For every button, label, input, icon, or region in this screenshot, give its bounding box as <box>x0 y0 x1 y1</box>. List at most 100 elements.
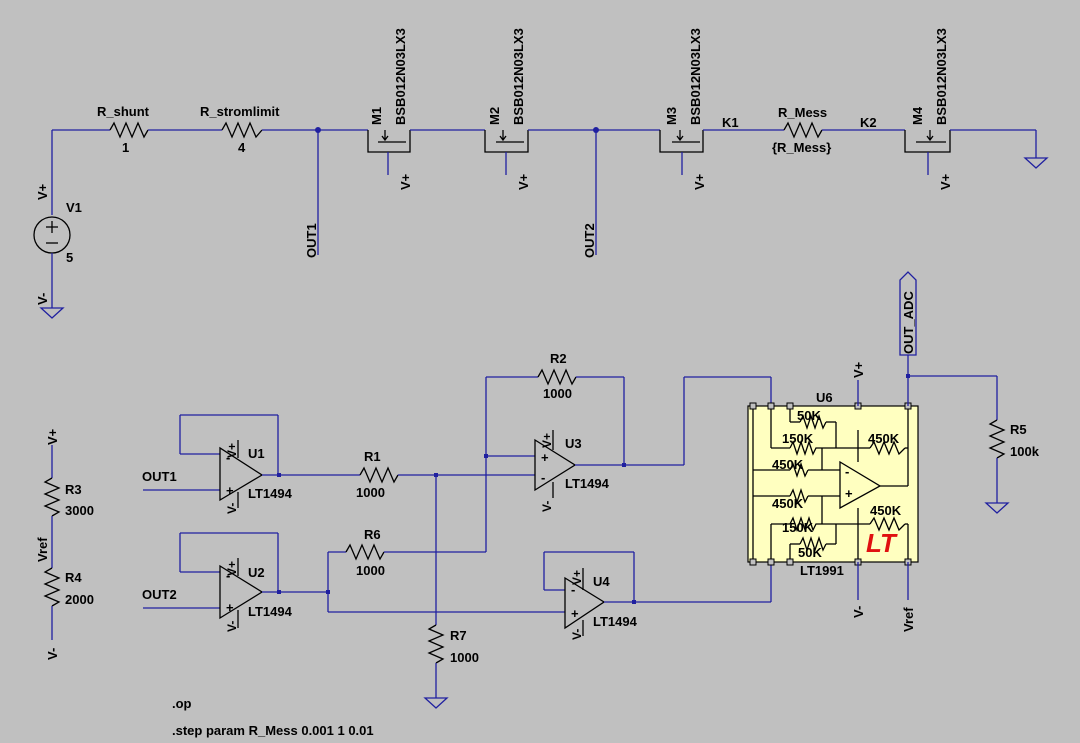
u3-plus-pin: + <box>541 450 549 465</box>
u4-minus-pin: - <box>571 582 575 597</box>
divider-vplus-label: V+ <box>45 428 60 445</box>
v1-minus-label: V- <box>35 293 50 305</box>
out2-net-label[interactable]: OUT2 <box>582 223 597 258</box>
u6-r150k-bot: 150K <box>782 520 814 535</box>
v1-name: V1 <box>66 200 82 215</box>
m2-part: BSB012N03LX3 <box>511 28 526 125</box>
vref-divider: V+ R3 3000 Vref R4 2000 V- <box>35 428 94 660</box>
m3-name: M3 <box>664 107 679 125</box>
u2-name: U2 <box>248 565 265 580</box>
top-power-path: V1 5 V+ V- R_shunt 1 R_stromlimit 4 OUT1 <box>33 28 1049 319</box>
m4-name: M4 <box>910 106 925 125</box>
u1-vp-pin: V+ <box>225 443 239 458</box>
out-adc-port[interactable]: OUT_ADC <box>899 271 917 356</box>
u6-r150k-top: 150K <box>782 431 814 446</box>
m2-supply: V+ <box>516 173 531 190</box>
u1-plus-pin: + <box>226 483 234 498</box>
v1-plus-label: V+ <box>35 183 50 200</box>
u6-r450k-b: 450K <box>772 457 804 472</box>
u3-vp-pin: V+ <box>540 433 554 448</box>
u6-r450k-d: 450K <box>870 503 902 518</box>
ground-icon <box>423 697 449 709</box>
u3-name: U3 <box>565 436 582 451</box>
mosfet-m2[interactable]: M2 BSB012N03LX3 V+ <box>484 28 531 190</box>
u4-name: U4 <box>593 574 610 589</box>
u4-vm-pin: V- <box>570 629 584 640</box>
ground-icon <box>1023 157 1049 169</box>
opamp-u2[interactable]: OUT2 - + V+ V- U2 LT1494 <box>142 532 328 632</box>
r2-value: 1000 <box>543 386 572 401</box>
resistor-r7[interactable]: R7 1000 <box>427 624 479 665</box>
mosfet-m4[interactable]: M4 BSB012N03LX3 V+ <box>904 28 953 190</box>
k1-net-label: K1 <box>722 115 739 130</box>
r1-value: 1000 <box>356 485 385 500</box>
u3-part: LT1494 <box>565 476 610 491</box>
resistor-r-stromlimit[interactable]: R_stromlimit 4 <box>200 104 280 155</box>
m3-part: BSB012N03LX3 <box>688 28 703 125</box>
u6-vref-label[interactable]: Vref <box>901 607 916 632</box>
r-shunt-name: R_shunt <box>97 104 150 119</box>
r-stromlimit-value: 4 <box>238 140 246 155</box>
u3-vm-pin: V- <box>540 501 554 512</box>
u6-plus-pin: + <box>845 486 853 501</box>
opamp-u1[interactable]: OUT1 - + V+ V- U1 LT1494 <box>142 414 360 514</box>
mosfet-m3[interactable]: M3 BSB012N03LX3 V+ <box>659 28 707 190</box>
out1-input-label[interactable]: OUT1 <box>142 469 177 484</box>
k2-net-label: K2 <box>860 115 877 130</box>
r2-name: R2 <box>550 351 567 366</box>
u6-r450k-a: 450K <box>868 431 900 446</box>
u6-r450k-c: 450K <box>772 496 804 511</box>
u2-vm-pin: V- <box>225 621 239 632</box>
u6-r50k-top: 50K <box>797 408 821 423</box>
opamp-u4[interactable]: - + V+ V- U4 LT1494 <box>543 551 772 640</box>
ground-icon <box>984 502 1010 514</box>
resistor-r1[interactable]: R1 1000 <box>356 449 399 500</box>
lt-logo: LT <box>866 528 898 558</box>
m4-part: BSB012N03LX3 <box>934 28 949 125</box>
u1-part: LT1494 <box>248 486 293 501</box>
divider-vref-label[interactable]: Vref <box>35 537 50 562</box>
out2-input-label[interactable]: OUT2 <box>142 587 177 602</box>
u6-minus-pin: - <box>845 464 849 479</box>
lt-logo-text: LT <box>866 528 898 558</box>
r5-name: R5 <box>1010 422 1027 437</box>
r4-value: 2000 <box>65 592 94 607</box>
voltage-source-v1[interactable]: V1 5 V+ V- <box>33 130 82 319</box>
u4-vp-pin: V+ <box>570 570 584 585</box>
r-shunt-value: 1 <box>122 140 129 155</box>
directive-op[interactable]: .op <box>172 696 192 711</box>
r7-value: 1000 <box>450 650 479 665</box>
m1-part: BSB012N03LX3 <box>393 28 408 125</box>
r3-value: 3000 <box>65 503 94 518</box>
m1-supply: V+ <box>398 173 413 190</box>
u6-vplus-label: V+ <box>851 361 866 378</box>
mosfet-m1[interactable]: M1 BSB012N03LX3 V+ <box>367 28 413 190</box>
directive-step[interactable]: .step param R_Mess 0.001 1 0.01 <box>172 723 374 738</box>
chip-u6-lt1991[interactable]: U6 LT1991 <box>747 390 919 578</box>
r-mess-value: {R_Mess} <box>772 140 831 155</box>
out-adc-label: OUT_ADC <box>901 291 916 354</box>
ground-icon <box>39 307 65 319</box>
divider-vminus-label: V- <box>45 648 60 660</box>
resistor-r6[interactable]: R6 1000 <box>345 527 385 578</box>
opamp-u3[interactable]: + - V+ V- U3 LT1494 <box>486 376 772 512</box>
m2-name: M2 <box>487 107 502 125</box>
u3-minus-pin: - <box>541 470 545 485</box>
resistor-r3[interactable]: R3 3000 <box>43 477 94 518</box>
u6-vminus-label: V- <box>851 606 866 618</box>
r6-value: 1000 <box>356 563 385 578</box>
resistor-r-mess[interactable]: R_Mess {R_Mess} <box>772 105 831 155</box>
resistor-r2[interactable]: R2 1000 <box>537 351 577 401</box>
u2-part: LT1494 <box>248 604 293 619</box>
u4-plus-pin: + <box>571 606 579 621</box>
resistor-r5[interactable]: R5 100k <box>988 419 1040 459</box>
r4-name: R4 <box>65 570 82 585</box>
r3-name: R3 <box>65 482 82 497</box>
out1-net-label[interactable]: OUT1 <box>304 223 319 258</box>
resistor-r4[interactable]: R4 2000 <box>43 567 94 607</box>
u1-vm-pin: V- <box>225 503 239 514</box>
u1-name: U1 <box>248 446 265 461</box>
resistor-r-shunt[interactable]: R_shunt 1 <box>97 104 150 155</box>
r-mess-name: R_Mess <box>778 105 827 120</box>
